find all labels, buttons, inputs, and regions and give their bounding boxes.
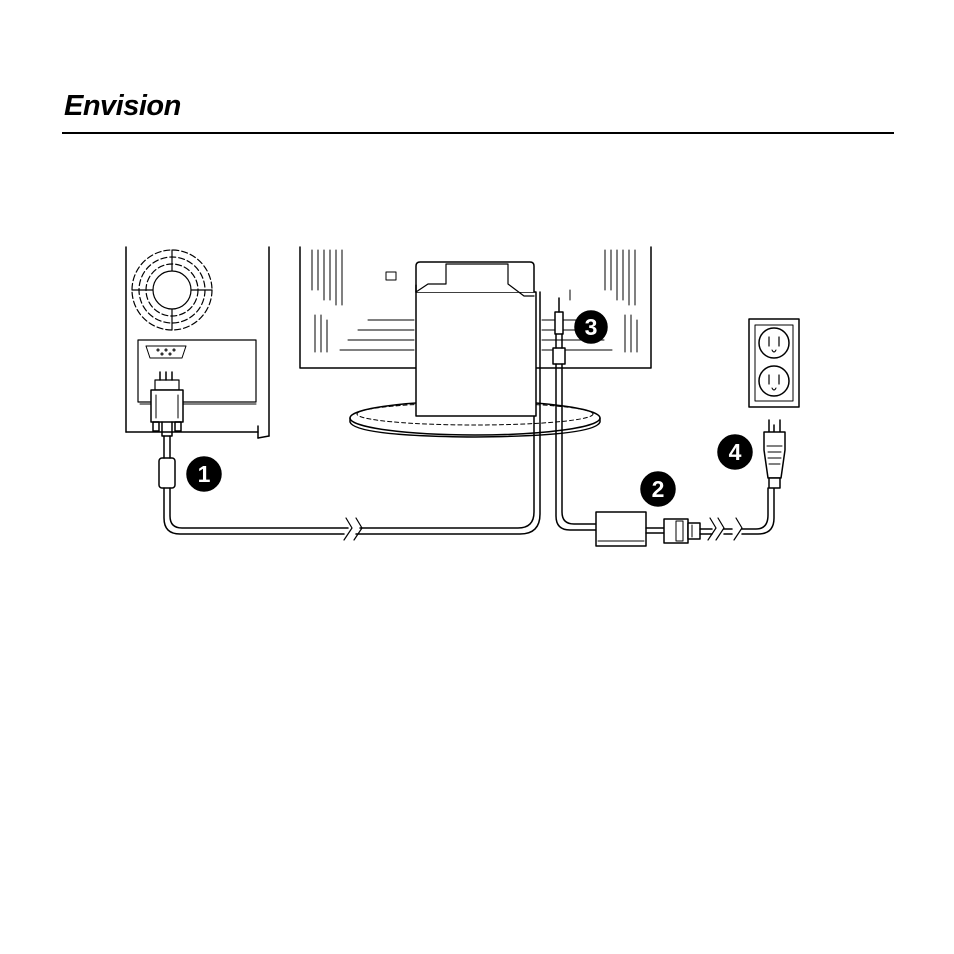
power-adapter xyxy=(596,488,774,546)
svg-text:2: 2 xyxy=(652,476,665,502)
fan-icon xyxy=(132,250,212,330)
vga-port-icon xyxy=(146,346,186,358)
step-1-badge: 1 xyxy=(187,457,221,491)
svg-text:1: 1 xyxy=(198,461,211,487)
ac-power-plug xyxy=(764,420,785,488)
step-3-badge: 3 xyxy=(575,311,607,343)
step-2-badge: 2 xyxy=(641,472,675,506)
wall-outlet-icon xyxy=(749,319,799,407)
pc-tower xyxy=(126,247,269,438)
svg-text:3: 3 xyxy=(585,314,598,340)
svg-text:4: 4 xyxy=(729,439,742,465)
step-4-badge: 4 xyxy=(718,435,752,469)
